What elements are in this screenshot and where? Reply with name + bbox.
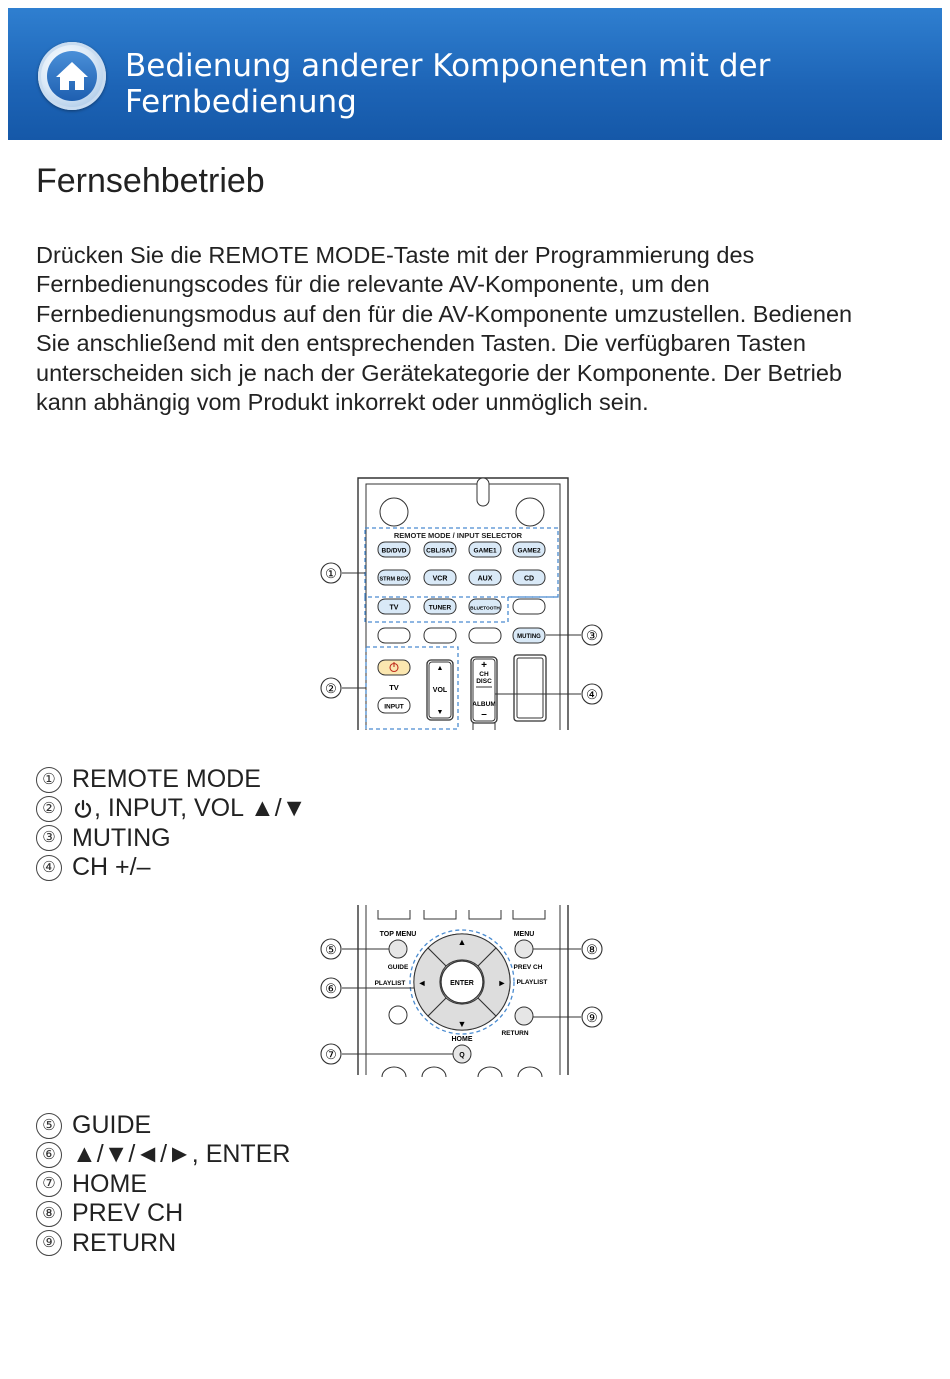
ch-plus: + — [481, 660, 487, 671]
legend-top: ① REMOTE MODE ② , INPUT, VOL ▲/▼ ③ MUTIN… — [36, 765, 307, 883]
legend-number: ⑨ — [36, 1230, 62, 1257]
top-menu-label: TOP MENU — [380, 931, 417, 938]
legend-text: HOME — [72, 1169, 147, 1198]
callout-1: ① — [325, 566, 337, 581]
svg-text:▼: ▼ — [437, 709, 444, 716]
legend-number: ⑤ — [36, 1112, 62, 1139]
btn-aux[interactable]: AUX — [478, 576, 493, 583]
disc-label: DISC — [476, 678, 492, 685]
legend-number: ⑧ — [36, 1200, 62, 1227]
legend-number: ② — [36, 796, 62, 823]
home-icon[interactable] — [38, 42, 106, 110]
btn-vcr[interactable]: VCR — [433, 576, 448, 583]
btn-game1[interactable]: GAME1 — [473, 548, 497, 555]
btn-input[interactable]: INPUT — [384, 704, 404, 711]
tv-label: TV — [389, 683, 399, 692]
callout-8: ⑧ — [586, 942, 598, 957]
legend-text: GUIDE — [72, 1111, 152, 1139]
btn-strm-box[interactable]: STRM BOX — [379, 577, 408, 583]
svg-text:▲: ▲ — [458, 937, 467, 947]
svg-text:▲: ▲ — [437, 665, 444, 672]
legend-text: RETURN — [72, 1228, 177, 1257]
legend-item: ⑦ HOME — [36, 1170, 290, 1199]
legend-number: ① — [36, 766, 62, 793]
legend-item: ⑥ ▲/▼/◄/►, ENTER — [36, 1140, 290, 1169]
prev-ch-label: PREV CH — [514, 964, 543, 971]
btn-muting[interactable]: MUTING — [517, 634, 541, 640]
btn-bd-dvd[interactable]: BD/DVD — [382, 548, 407, 555]
legend-text: PREV CH — [72, 1199, 184, 1228]
legend-number: ③ — [36, 825, 62, 852]
btn-tuner[interactable]: TUNER — [429, 605, 452, 612]
legend-number: ④ — [36, 854, 62, 881]
callout-5: ⑤ — [325, 942, 337, 957]
power-icon — [74, 799, 92, 818]
legend-text: MUTING — [72, 823, 171, 852]
callout-3: ③ — [586, 628, 598, 643]
btn-game2[interactable]: GAME2 — [517, 548, 541, 555]
callout-4: ④ — [586, 687, 598, 702]
legend-item: ① REMOTE MODE — [36, 765, 307, 794]
svg-text:◄: ◄ — [418, 978, 427, 988]
legend-item: ⑧ PREV CH — [36, 1199, 290, 1228]
remote-bottom-figure: ▲ ▼ ◄ ► ENTER TOP MENU GUIDE PLAYLIST ME… — [320, 905, 603, 1078]
btn-tv-mode[interactable]: TV — [390, 605, 399, 612]
home-q-button[interactable]: Q — [459, 1052, 465, 1059]
remote-top-figure: REMOTE MODE / INPUT SELECTOR BD/DVD CBL/… — [320, 477, 603, 730]
legend-item: ⑨ RETURN — [36, 1229, 290, 1258]
legend-text: CH +/– — [72, 853, 151, 882]
svg-text:►: ► — [498, 978, 507, 988]
legend-item: ③ MUTING — [36, 824, 307, 853]
svg-text:▼: ▼ — [458, 1019, 467, 1029]
legend-item: ④ CH +/– — [36, 853, 307, 882]
btn-cd[interactable]: CD — [524, 576, 534, 583]
home-label: HOME — [452, 1036, 473, 1043]
legend-number: ⑥ — [36, 1142, 62, 1169]
enter-button[interactable]: ENTER — [450, 980, 474, 987]
callout-7: ⑦ — [325, 1047, 337, 1062]
callout-6: ⑥ — [325, 981, 337, 996]
playlist-left-label: PLAYLIST — [375, 980, 406, 987]
legend-number: ⑦ — [36, 1171, 62, 1198]
page-title: Fernsehbetrieb — [36, 162, 265, 200]
header-title: Bedienung anderer Komponenten mit der Fe… — [125, 48, 771, 120]
guide-label: GUIDE — [388, 964, 409, 971]
legend-text: REMOTE MODE — [72, 765, 261, 793]
legend-text: ▲/▼/◄/►, ENTER — [72, 1140, 291, 1169]
page-header: Bedienung anderer Komponenten mit der Fe… — [8, 8, 942, 140]
intro-paragraph: Drücken Sie die REMOTE MODE-Taste mit de… — [36, 242, 853, 416]
callout-9: ⑨ — [586, 1010, 598, 1025]
vol-label: VOL — [433, 687, 448, 694]
btn-bluetooth[interactable]: BLUETOOTH — [470, 606, 500, 612]
legend-item: ⑤ GUIDE — [36, 1111, 290, 1140]
ch-minus: – — [481, 709, 487, 720]
playlist-right-label: PLAYLIST — [517, 979, 548, 986]
btn-cbl-sat[interactable]: CBL/SAT — [426, 548, 454, 555]
legend-text: , INPUT, VOL ▲/▼ — [94, 794, 307, 823]
legend-item: ② , INPUT, VOL ▲/▼ — [36, 794, 307, 823]
ch-label: CH — [479, 671, 489, 678]
menu-label: MENU — [514, 931, 535, 938]
return-label: RETURN — [501, 1030, 528, 1037]
album-label: ALBUM — [472, 701, 495, 708]
callout-2: ② — [325, 681, 337, 696]
legend-bottom: ⑤ GUIDE ⑥ ▲/▼/◄/►, ENTER ⑦ HOME ⑧ PREV C… — [36, 1111, 290, 1258]
remote-mode-label: REMOTE MODE / INPUT SELECTOR — [394, 531, 523, 540]
